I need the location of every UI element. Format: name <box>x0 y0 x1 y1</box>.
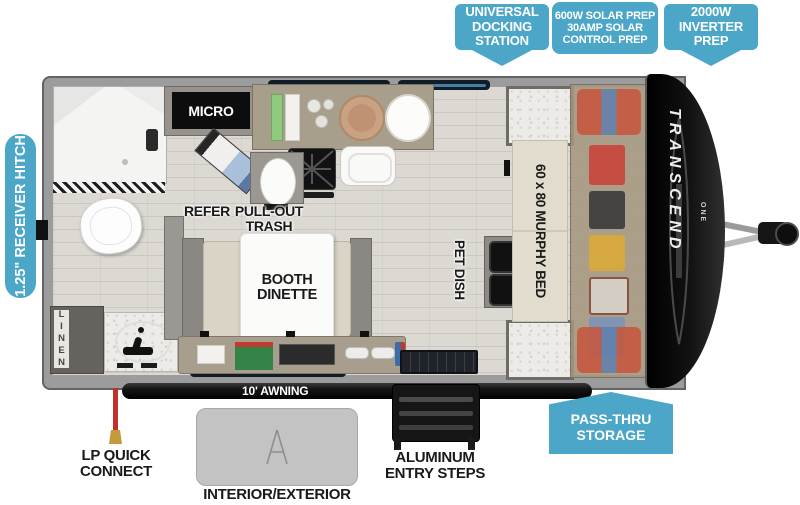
clothing-item <box>577 327 641 373</box>
clothing-item <box>589 145 625 185</box>
game-box <box>395 342 401 366</box>
callout-pass-thru-storage: PASS-THRU STORAGE <box>549 392 673 454</box>
linen-cabinet: LINEN <box>50 306 104 374</box>
oven-handle <box>288 192 334 198</box>
brand-wing-icon <box>669 117 689 345</box>
shower <box>53 86 167 184</box>
shower-drain <box>122 159 128 165</box>
clothing-item <box>589 235 625 271</box>
round-serving-board <box>339 95 385 141</box>
awning-label: 10' AWNING <box>242 384 309 398</box>
nightstand-bottom <box>506 320 574 380</box>
booth-dinette-label: BOOTH <box>261 271 313 288</box>
galley-sink-basin <box>340 146 396 186</box>
living-window <box>398 80 490 90</box>
bed-bracket <box>504 160 510 176</box>
entry-steps <box>392 384 480 442</box>
shower-control <box>146 129 158 151</box>
callout-pointer <box>679 49 743 66</box>
cutting-board-white <box>285 94 300 141</box>
microwave-cabinet: MICRO <box>164 86 258 136</box>
pull-out-trash-label: PULL-OUT TRASH <box>234 203 304 234</box>
linen-label: LINEN <box>56 309 67 369</box>
pet-dish-label: PET DISH <box>452 240 468 300</box>
clothing-item <box>577 89 641 135</box>
callout-inverter-prep: 2000W INVERTER PREP <box>664 4 758 50</box>
microwave-label: MICRO <box>188 102 234 119</box>
front-cap: TRANSCEND ONE <box>645 74 725 388</box>
step-leg <box>468 438 475 450</box>
cutting-board-green <box>271 94 283 141</box>
storage-hinge <box>360 331 369 337</box>
faucet-icon <box>138 327 144 333</box>
game-box <box>197 345 225 364</box>
lp-quick-connect-fitting <box>109 430 122 444</box>
dinette-cushion-left <box>203 241 247 337</box>
dinette-end-cabinet <box>164 216 184 340</box>
game-box <box>279 344 335 365</box>
awning: 10' AWNING <box>122 383 592 399</box>
brand-name: TRANSCEND <box>666 108 683 254</box>
brand-series: ONE <box>699 202 706 224</box>
bed-bracket <box>504 286 510 302</box>
dinette-storage <box>178 336 406 374</box>
compass-logo-icon <box>266 429 288 465</box>
kitchen-counter <box>252 84 434 150</box>
shower-threshold <box>53 182 165 193</box>
dinette-table: BOOTH DINETTE <box>240 233 334 343</box>
step-leg <box>394 438 401 450</box>
callout-universal-docking: UNIVERSAL DOCKING STATION <box>455 4 549 50</box>
dinette-bench-left <box>182 238 204 340</box>
storage-hinge <box>200 331 209 337</box>
glassware <box>323 99 334 110</box>
receiver-hitch-mount <box>34 220 48 240</box>
entry-steps-label: ALUMINUM ENTRY STEPS <box>384 449 486 482</box>
callout-receiver-hitch: 1.25" RECEIVER HITCH <box>5 134 36 298</box>
callout-pointer <box>470 49 534 66</box>
murphy-bed: 60 x 80 MURPHY BED <box>512 140 568 322</box>
game-box <box>235 342 273 370</box>
wardrobe <box>570 84 650 378</box>
interior-exterior-table <box>196 408 358 486</box>
glassware <box>315 115 328 128</box>
lp-hose <box>113 388 118 432</box>
trash-bracket <box>264 204 288 210</box>
storage-hinge <box>286 331 295 337</box>
game-controller <box>371 347 395 359</box>
entry-door-mat <box>400 350 478 374</box>
nightstand-top <box>506 86 574 146</box>
interior-exterior-table-label: INTERIOR/EXTERIOR TABLE <box>203 486 351 505</box>
dinette-bench-right <box>350 238 372 340</box>
refer-label: REFER <box>184 203 230 219</box>
pull-out-trash-bin <box>250 152 304 206</box>
kitchen-sink <box>385 94 431 142</box>
glassware <box>307 99 321 113</box>
game-controller <box>345 347 369 359</box>
lp-quick-connect-label: LP QUICK CONNECT <box>79 447 153 480</box>
clothing-item <box>589 277 629 315</box>
callout-solar-prep: 600W SOLAR PREP 30AMP SOLAR CONTROL PREP <box>552 2 658 54</box>
clothing-item <box>589 191 625 229</box>
